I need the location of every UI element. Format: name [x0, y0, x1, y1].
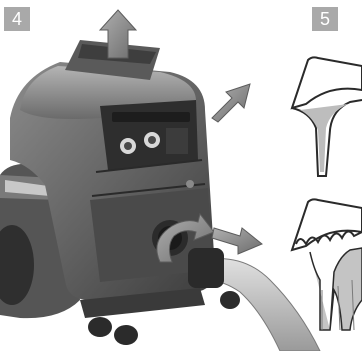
filter-top-clean [292, 57, 362, 176]
filter-bottom-dirty [292, 199, 362, 330]
diagonal-arrow-up-right [212, 84, 250, 122]
front-caster-middle [114, 325, 138, 345]
front-caster-left [88, 317, 112, 337]
filter-dust-drip [300, 104, 348, 172]
vacuum-cleaner [0, 40, 320, 351]
step-number-badge: 4 [4, 7, 30, 31]
step-number-badge: 5 [312, 7, 338, 31]
filter-dirt-cake [310, 248, 362, 330]
step-number: 4 [12, 9, 22, 29]
power-socket [166, 128, 188, 154]
rear-caster [220, 291, 240, 309]
hose-sleeve [188, 248, 224, 288]
step-number: 5 [320, 9, 330, 29]
